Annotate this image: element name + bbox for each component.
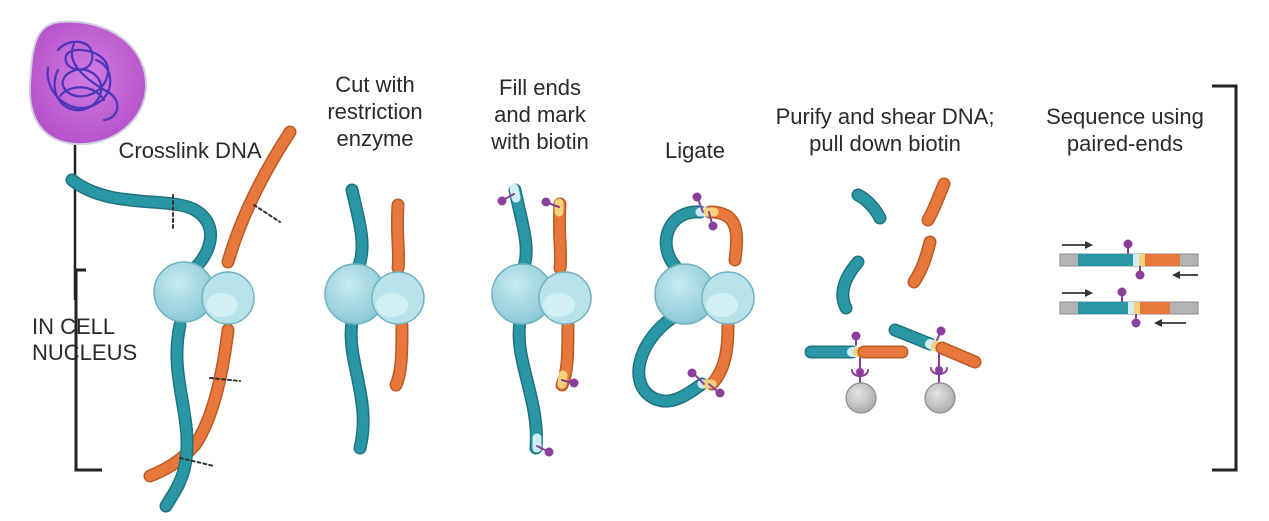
step-label-purify-shear-pull-down: Purify and shear DNA; pull down biotin (775, 104, 995, 156)
ligate-illustration (632, 192, 755, 408)
step-label-fill-ends-biotin: Fill ends and mark with biotin (491, 75, 589, 154)
paired-end-reads-illustration (1059, 239, 1199, 328)
step-label-sequence-paired-ends: Sequence using paired-ends (1046, 104, 1204, 156)
nucleus-pointer-line (69, 108, 81, 300)
step-label-cut-restriction-enzyme: Cut with restriction enzyme (327, 72, 423, 151)
in-cell-nucleus-label: IN CELL NUCLEUS (32, 314, 138, 365)
left-bracket (74, 268, 102, 472)
step-label-ligate: Ligate (665, 138, 725, 163)
cut-restriction-illustration (324, 183, 425, 455)
step-label-crosslink-dna: Crosslink DNA (118, 138, 262, 163)
purify-shear-illustration (804, 177, 982, 414)
fill-ends-biotin-illustration (491, 183, 592, 457)
cell-nucleus (28, 20, 148, 146)
